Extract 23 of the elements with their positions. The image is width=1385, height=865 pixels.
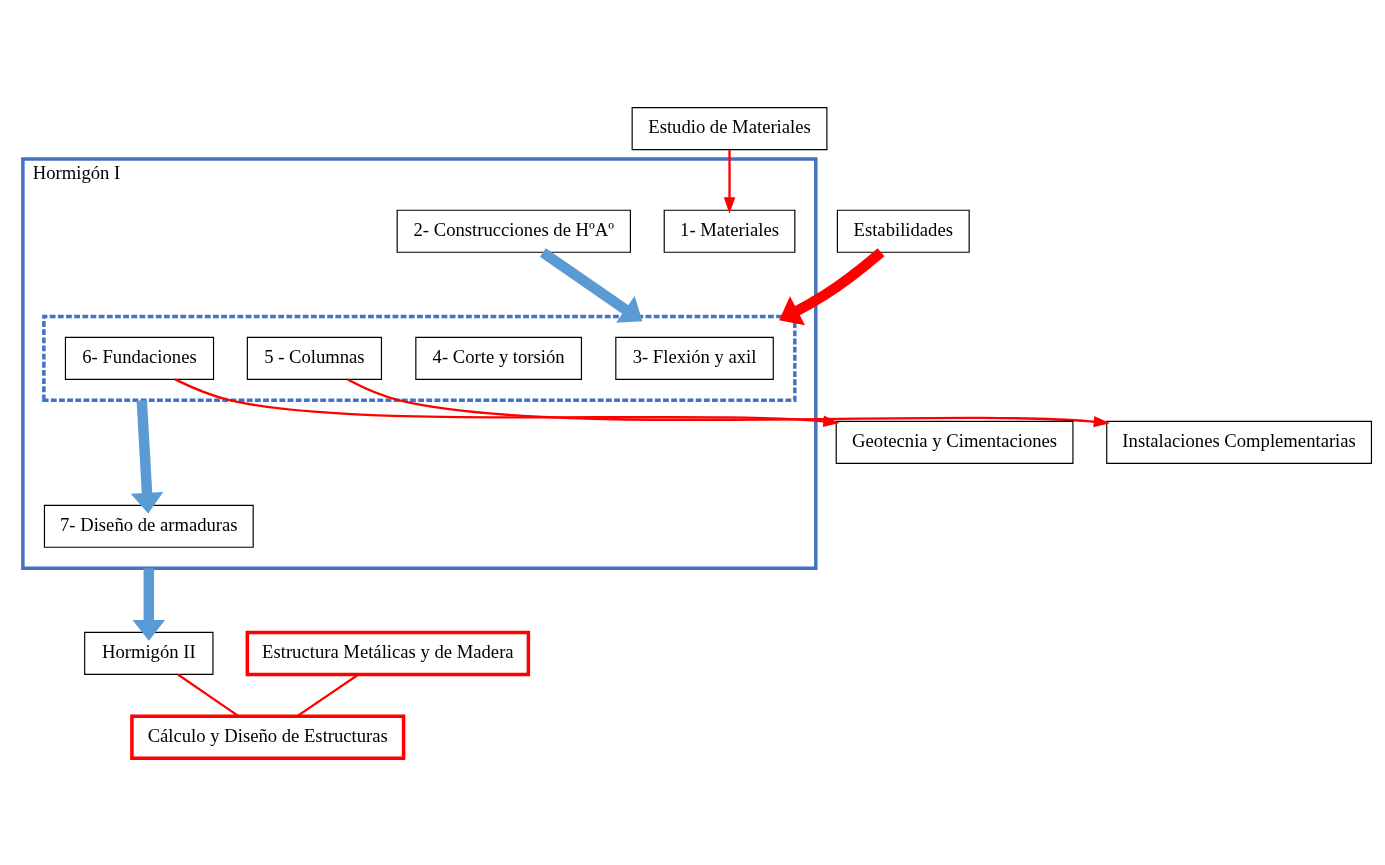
- node-box: Geotecnia y Cimentaciones: [835, 420, 1074, 464]
- connector: [177, 673, 240, 717]
- node-box: Estudio de Materiales: [631, 106, 828, 150]
- node-box: 2- Construcciones de HºAº: [396, 209, 631, 253]
- node-box: 1- Materiales: [663, 209, 796, 253]
- node-box: 4- Corte y torsión: [415, 336, 582, 380]
- node-box: 5 - Columnas: [246, 336, 383, 380]
- node-box: Cálculo y Diseño de Estructuras: [130, 714, 406, 760]
- node-box: 6- Fundaciones: [64, 336, 215, 380]
- node-box: 7- Diseño de armaduras: [43, 504, 254, 548]
- arrow: [539, 247, 643, 323]
- arrow: [779, 247, 885, 325]
- node-box: 3- Flexión y axil: [615, 336, 774, 380]
- node-box: Estabilidades: [836, 209, 970, 253]
- node-box: Hormigón II: [84, 631, 214, 675]
- arrow: [174, 377, 840, 427]
- arrow: [723, 149, 736, 214]
- arrow: [130, 399, 164, 514]
- node-box: Estructura Metálicas y de Madera: [245, 630, 531, 676]
- connector: [296, 673, 360, 717]
- node-box: Instalaciones Complementarias: [1106, 420, 1373, 464]
- cluster: [42, 314, 797, 402]
- arrow: [132, 567, 166, 641]
